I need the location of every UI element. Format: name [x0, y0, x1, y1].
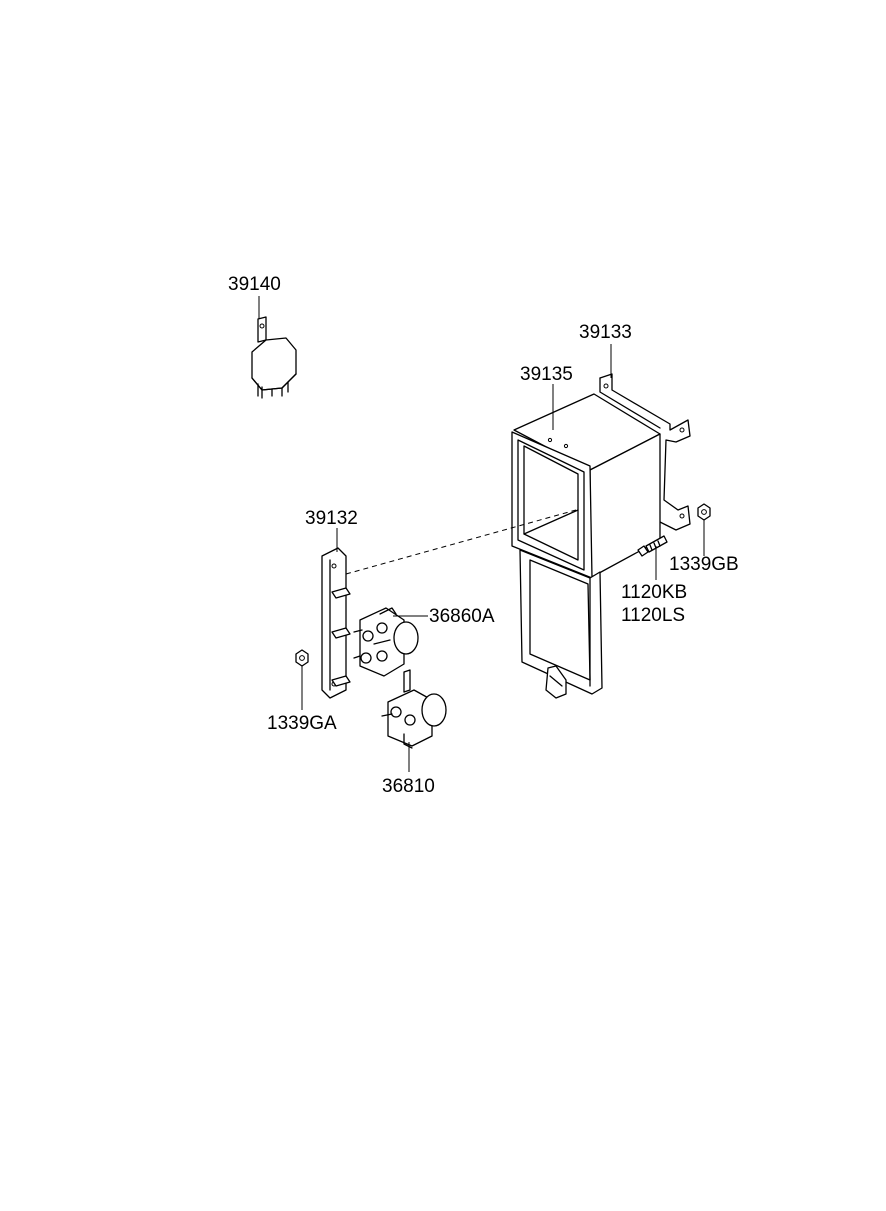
- label-39140: 39140: [228, 274, 281, 295]
- relay-39140: [251, 316, 297, 399]
- label-36860A: 36860A: [429, 606, 495, 627]
- label-36810: 36810: [382, 776, 435, 797]
- nut-1339GA: [295, 649, 309, 667]
- label-39133: 39133: [579, 322, 632, 343]
- solenoid-36860A: [353, 607, 419, 677]
- label-1339GB: 1339GB: [669, 554, 739, 575]
- alignment-line: [345, 509, 577, 575]
- nut-1339GB: [697, 503, 711, 521]
- plate-39132: [321, 547, 351, 699]
- bracket-39133: [599, 373, 691, 531]
- label-39135: 39135: [520, 364, 573, 385]
- label-1120KB: 1120KB: [621, 582, 687, 603]
- cover-box-39135: [511, 393, 661, 699]
- relay-36810: [381, 669, 447, 749]
- label-39132: 39132: [305, 508, 358, 529]
- label-1339GA: 1339GA: [267, 713, 337, 734]
- label-1120LS: 1120LS: [621, 605, 685, 626]
